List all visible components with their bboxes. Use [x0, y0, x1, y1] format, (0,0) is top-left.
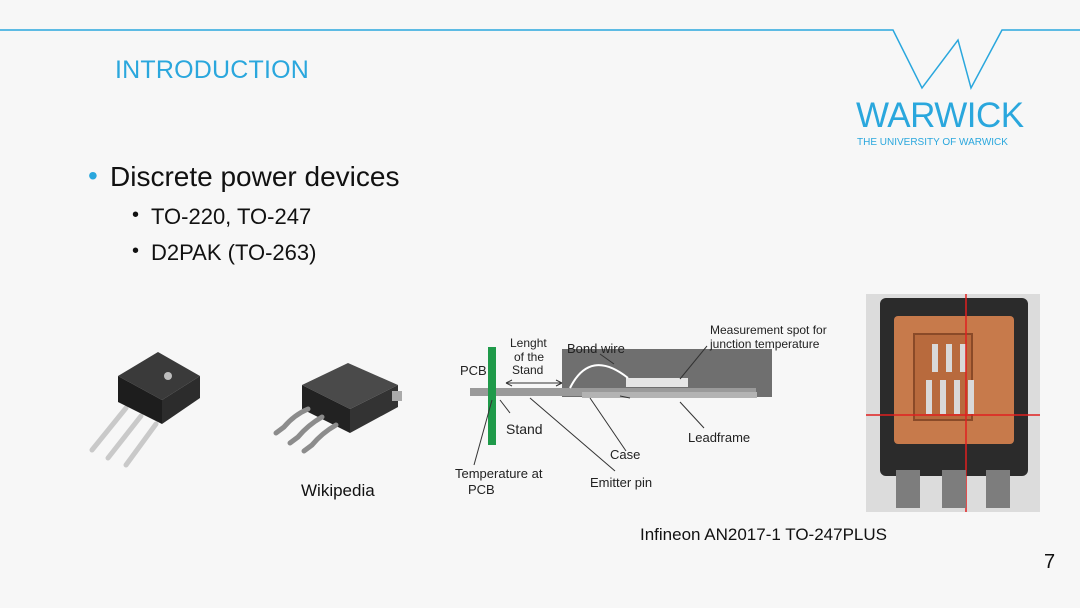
die-measurement-spot — [626, 378, 688, 387]
label-pcb: PCB — [460, 363, 487, 378]
label-emitter-pin: Emitter pin — [590, 475, 652, 490]
warwick-chevron-mark — [880, 29, 1080, 91]
slide-title: INTRODUCTION — [115, 56, 310, 84]
page-number: 7 — [1044, 551, 1056, 573]
label-case: Case — [610, 447, 640, 462]
label-length-line1: Lenght — [510, 336, 547, 350]
label-length-line3: Stand — [512, 363, 543, 377]
logo-wordmark: WARWICK — [856, 96, 1024, 135]
sub-bullet-d2pak: D2PAK (TO-263) — [151, 240, 317, 265]
label-length-line2: of the — [514, 350, 544, 364]
bullet-discrete-devices: Discrete power devices — [110, 161, 400, 192]
bond-wire-line — [569, 364, 629, 389]
label-temperature-line2: PCB — [468, 482, 495, 497]
label-temperature-line1: Temperature at — [455, 466, 543, 481]
sub-bullet-dot-icon: • — [132, 240, 140, 262]
label-bond-wire: Bond wire — [567, 341, 625, 356]
label-measurement-line2: junction temperature — [709, 337, 820, 351]
sub-bullet-dot-icon: • — [132, 204, 140, 226]
to247-package-image — [89, 352, 200, 468]
caption-infineon: Infineon AN2017-1 TO-247PLUS — [640, 525, 887, 544]
d2pak-package-image — [273, 363, 402, 454]
label-leadframe: Leadframe — [688, 430, 750, 445]
pcb-board — [488, 347, 496, 445]
header-decoration — [0, 29, 1080, 91]
sub-bullet-to220: TO-220, TO-247 — [151, 204, 312, 229]
to247plus-photo — [866, 294, 1040, 512]
caption-wikipedia: Wikipedia — [301, 481, 375, 500]
label-stand: Stand — [506, 421, 543, 437]
label-measurement-line1: Measurement spot for — [710, 323, 827, 337]
logo-subtitle: THE UNIVERSITY OF WARWICK — [857, 137, 1008, 148]
bullet-dot-icon: • — [88, 160, 98, 191]
cross-section-diagram: PCB Lenght of the Stand Bond wire Measur… — [455, 323, 827, 497]
